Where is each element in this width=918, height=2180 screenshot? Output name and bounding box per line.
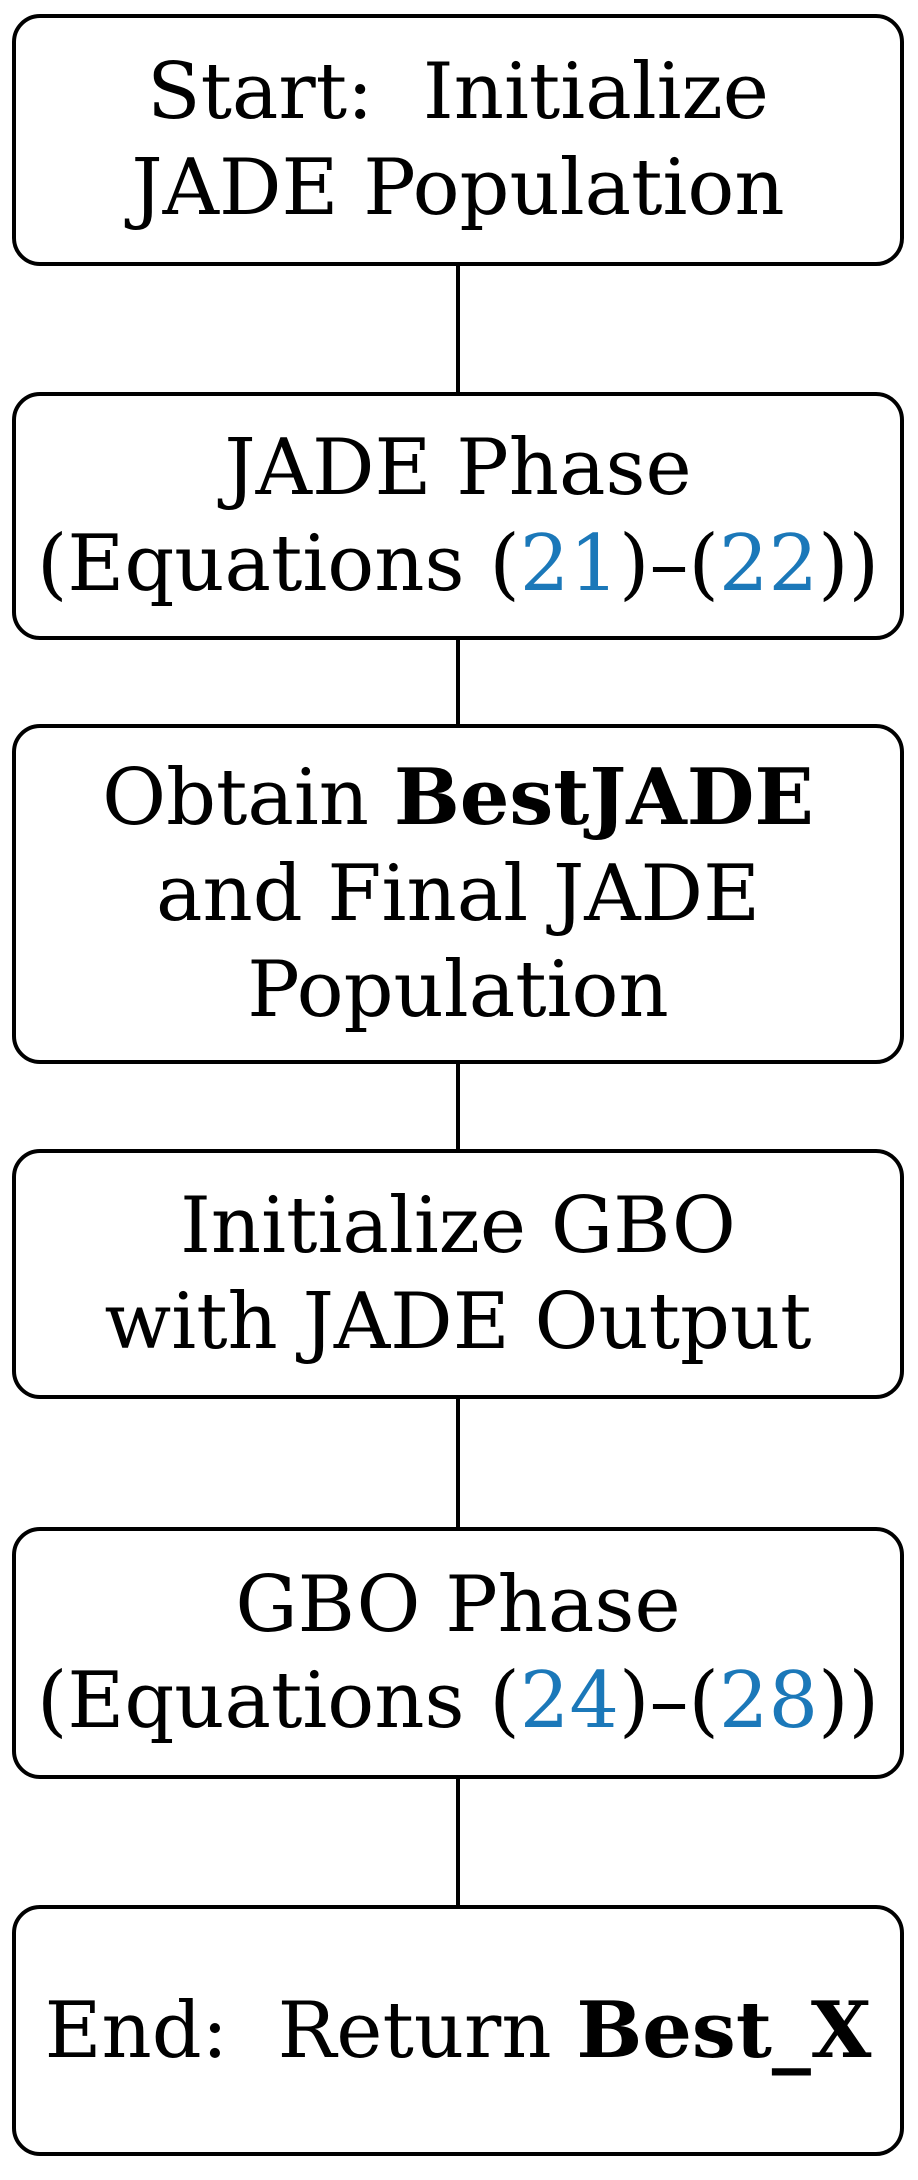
node-text-segment: )–( bbox=[619, 519, 719, 609]
node-text-segment: JADE Population bbox=[131, 143, 785, 233]
node-text-segment: )) bbox=[818, 1656, 880, 1746]
node-text-segment: Population bbox=[247, 945, 669, 1035]
node-text-segment: Obtain bbox=[102, 753, 394, 843]
connector-line bbox=[456, 640, 460, 724]
node-gbo-phase: GBO Phase(Equations (24)–(28)) bbox=[12, 1527, 904, 1779]
node-text-line: with JADE Output bbox=[105, 1274, 812, 1370]
equation-ref-link[interactable]: 24 bbox=[519, 1656, 620, 1746]
node-text-line: Initialize GBO bbox=[180, 1178, 736, 1274]
node-text-segment: Best_X bbox=[576, 1984, 872, 2076]
node-text-line: Start: Initialize bbox=[147, 44, 769, 140]
node-text-segment: with JADE Output bbox=[104, 1277, 812, 1367]
node-text-line: Population bbox=[247, 942, 668, 1038]
node-text-segment: Start: Initialize bbox=[147, 47, 769, 137]
connector-line bbox=[456, 1399, 460, 1527]
equation-ref-link[interactable]: 28 bbox=[718, 1656, 819, 1746]
connector-line bbox=[456, 1064, 460, 1149]
connector-line bbox=[456, 266, 460, 392]
node-text-segment: BestJADE bbox=[393, 752, 814, 843]
node-text-line: JADE Population bbox=[131, 140, 784, 236]
node-text-line: GBO Phase bbox=[235, 1557, 680, 1653]
equation-ref-link[interactable]: 22 bbox=[718, 519, 819, 609]
node-text-line: and Final JADE bbox=[156, 846, 760, 942]
node-text-segment: JADE Phase bbox=[224, 423, 692, 513]
node-text-segment: Initialize GBO bbox=[180, 1181, 736, 1271]
node-text-line: (Equations (21)–(22)) bbox=[37, 516, 879, 612]
node-text-segment: and Final JADE bbox=[155, 849, 761, 939]
node-text-line: (Equations (24)–(28)) bbox=[37, 1653, 879, 1749]
node-jade-phase: JADE Phase(Equations (21)–(22)) bbox=[12, 392, 904, 640]
node-text-line: Obtain BestJADE bbox=[102, 750, 814, 846]
node-text-segment: )) bbox=[818, 519, 880, 609]
node-text-line: JADE Phase bbox=[224, 420, 691, 516]
node-text-segment: GBO Phase bbox=[235, 1560, 681, 1650]
connector-line bbox=[456, 1779, 460, 1905]
equation-ref-link[interactable]: 21 bbox=[519, 519, 620, 609]
node-end: End: Return Best_X bbox=[12, 1905, 904, 2156]
node-text-segment: End: Return bbox=[44, 1985, 577, 2076]
node-text-segment: (Equations ( bbox=[36, 1656, 520, 1746]
node-text-line: End: Return Best_X bbox=[45, 1983, 872, 2079]
node-text-segment: )–( bbox=[619, 1656, 719, 1746]
node-text-segment: (Equations ( bbox=[36, 519, 520, 609]
